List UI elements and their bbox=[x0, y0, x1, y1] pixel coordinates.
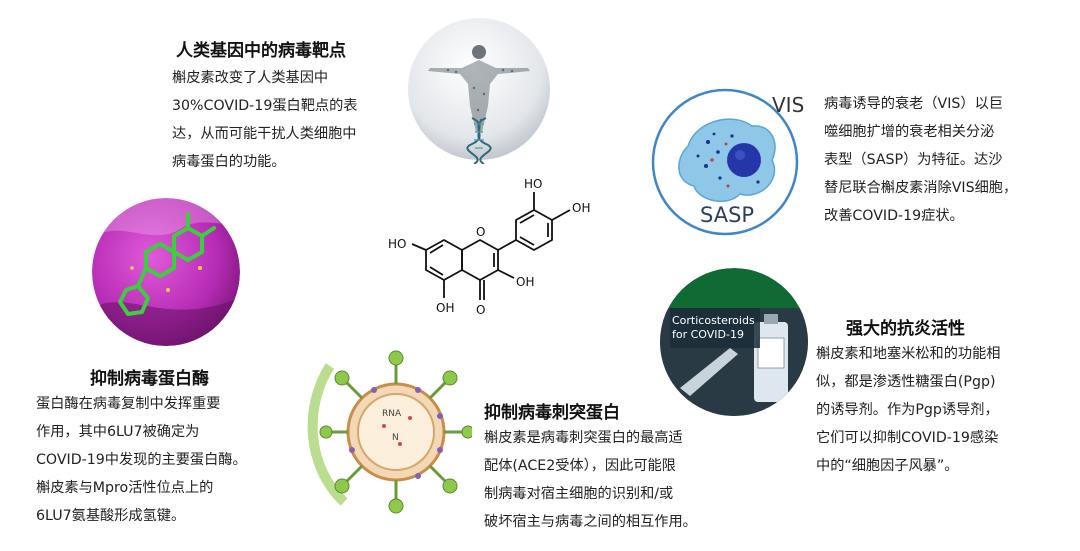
text-line: 替尼联合槲皮素消除VIS细胞， bbox=[824, 180, 1018, 196]
text-line: 作用，其中6LU7被确定为 bbox=[36, 424, 200, 440]
virus-image: RNA N bbox=[300, 346, 472, 518]
section-target-text: 槲皮素改变了人类基因中 30%COVID-19蛋白靶点的表 达，从而可能干扰人类… bbox=[172, 64, 412, 176]
section-protease: 抑制病毒蛋白酶 bbox=[90, 364, 209, 389]
text-line: 6LU7氨基酸形成氢键。 bbox=[36, 508, 186, 524]
section-title: 抑制病毒蛋白酶 bbox=[90, 369, 209, 389]
text-line: 病毒诱导的衰老（VIS）以巨 bbox=[824, 96, 1003, 112]
text-line: 槲皮素和地塞米松和的功能相 bbox=[816, 346, 1001, 362]
mol-oh-right: OH bbox=[572, 201, 590, 215]
text-line: 破坏宿主与病毒之间的相互作用。 bbox=[484, 514, 697, 530]
text-line: 达，从而可能干扰人类细胞中 bbox=[172, 126, 357, 142]
mol-oh-top: HO bbox=[524, 177, 542, 191]
protease-docking-image bbox=[92, 198, 240, 346]
text-line: COVID-19中发现的主要蛋白酶。 bbox=[36, 452, 247, 468]
quercetin-structure: HO OH HO O OH O OH bbox=[386, 166, 638, 346]
section-spike-text: 槲皮素是病毒刺突蛋白的最高适 配体(ACE2受体），因此可能限 制病毒对宿主细胞… bbox=[484, 424, 754, 536]
section-vis-text: 病毒诱导的衰老（VIS）以巨 噬细胞扩增的衰老相关分泌 表型（SASP）为特征。… bbox=[824, 90, 1074, 230]
text-line: 病毒蛋白的功能。 bbox=[172, 154, 286, 170]
text-line: 槲皮素与Mpro活性位点上的 bbox=[36, 480, 214, 496]
cortico-label-1: Corticosteroids bbox=[672, 314, 755, 327]
section-title: 人类基因中的病毒靶点 bbox=[176, 41, 346, 61]
text-line: 中的“细胞因子风暴”。 bbox=[816, 458, 959, 474]
mol-o-carbonyl: O bbox=[476, 303, 485, 317]
section-title: 抑制病毒刺突蛋白 bbox=[484, 403, 620, 423]
human-dna-image bbox=[408, 14, 550, 164]
section-anti: 强大的抗炎活性 bbox=[846, 314, 965, 339]
text-line: 槲皮素改变了人类基因中 bbox=[172, 70, 329, 86]
text-line: 制病毒对宿主细胞的识别和/或 bbox=[484, 486, 674, 502]
text-line: 30%COVID-19蛋白靶点的表 bbox=[172, 98, 358, 114]
corticosteroids-image: Corticosteroids for COVID-19 bbox=[660, 268, 808, 416]
rna-label: RNA bbox=[382, 409, 402, 419]
text-line: 配体(ACE2受体），因此可能限 bbox=[484, 458, 676, 474]
text-line: 蛋白酶在病毒复制中发挥重要 bbox=[36, 396, 221, 412]
text-line: 表型（SASP）为特征。达沙 bbox=[824, 152, 1003, 168]
sasp-label: SASP bbox=[700, 203, 754, 227]
text-line: 的诱导剂。作为Pgp诱导剂， bbox=[816, 402, 999, 418]
section-target: 人类基因中的病毒靶点 bbox=[176, 36, 346, 61]
vis-label: VIS bbox=[772, 93, 804, 117]
section-anti-text: 槲皮素和地塞米松和的功能相 似，都是渗透性糖蛋白(Pgp) 的诱导剂。作为Pgp… bbox=[816, 340, 1071, 480]
mol-oh-mid: OH bbox=[516, 275, 534, 289]
text-line: 改善COVID-19症状。 bbox=[824, 208, 964, 224]
section-spike: 抑制病毒刺突蛋白 bbox=[484, 398, 620, 423]
text-line: 它们可以抑制COVID-19感染 bbox=[816, 430, 999, 446]
text-line: 槲皮素是病毒刺突蛋白的最高适 bbox=[484, 430, 683, 446]
text-line: 噬细胞扩增的衰老相关分泌 bbox=[824, 124, 995, 140]
mol-o-ring: O bbox=[476, 225, 485, 239]
cortico-label-2: for COVID-19 bbox=[672, 328, 744, 341]
mol-oh-bottom: OH bbox=[436, 301, 454, 315]
vis-cell-image: VIS SASP bbox=[648, 82, 813, 240]
section-protease-text: 蛋白酶在病毒复制中发挥重要 作用，其中6LU7被确定为 COVID-19中发现的… bbox=[36, 390, 296, 530]
mol-ho-left: HO bbox=[388, 237, 406, 251]
n-label: N bbox=[392, 433, 399, 443]
section-title: 强大的抗炎活性 bbox=[846, 319, 965, 339]
text-line: 似，都是渗透性糖蛋白(Pgp) bbox=[816, 374, 996, 390]
